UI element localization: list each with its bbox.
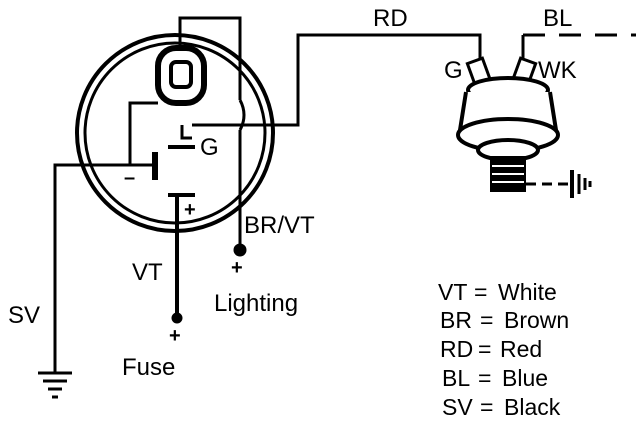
legend-code: VT — [438, 279, 467, 305]
lamp-bulb — [169, 60, 193, 89]
legend-color: Black — [504, 394, 561, 420]
legend-code: SV — [442, 394, 473, 420]
label-wk: WK — [538, 57, 577, 84]
legend-code: BR — [440, 307, 472, 333]
legend-eq: = — [478, 365, 491, 391]
legend-color: White — [498, 279, 557, 305]
color-legend: VT = White BR = Brown RD = Red BL = Blue… — [438, 279, 569, 420]
symbol-plus-fuse: + — [169, 325, 181, 347]
symbol-plus-gauge: + — [184, 199, 196, 221]
legend-color: Red — [500, 336, 542, 362]
label-br-vt: BR/VT — [244, 212, 315, 239]
symbol-minus: – — [124, 167, 135, 189]
label-vt: VT — [132, 259, 163, 286]
sender-unit — [456, 56, 560, 192]
wire-sv — [53, 163, 155, 372]
label-sv: SV — [8, 302, 40, 329]
ground-icon — [38, 371, 72, 399]
legend-code: RD — [440, 336, 473, 362]
sender-ground-icon — [526, 170, 592, 198]
label-fuse: Fuse — [122, 354, 175, 381]
lamp-socket — [155, 45, 207, 106]
wiring — [53, 16, 636, 372]
lighting-terminal — [233, 243, 247, 257]
internal-wire-g — [180, 125, 192, 140]
wire-lighting-crossover — [238, 99, 246, 131]
legend-eq: = — [480, 394, 493, 420]
legend-eq: = — [480, 307, 493, 333]
wire-rd — [192, 33, 482, 127]
wire-lighting-loop — [178, 16, 242, 100]
fuse-terminal — [171, 312, 183, 324]
legend-color: Blue — [502, 365, 548, 391]
label-rd: RD — [373, 5, 408, 32]
legend-code: BL — [442, 365, 470, 391]
label-bl: BL — [543, 5, 572, 32]
legend-eq: = — [478, 336, 491, 362]
label-g-gauge: G — [200, 134, 219, 161]
label-g-sender: G — [444, 57, 463, 84]
legend-eq: = — [474, 279, 487, 305]
legend-color: Brown — [504, 307, 569, 333]
symbol-plus-lighting: + — [231, 257, 243, 279]
label-lighting: Lighting — [214, 290, 298, 317]
